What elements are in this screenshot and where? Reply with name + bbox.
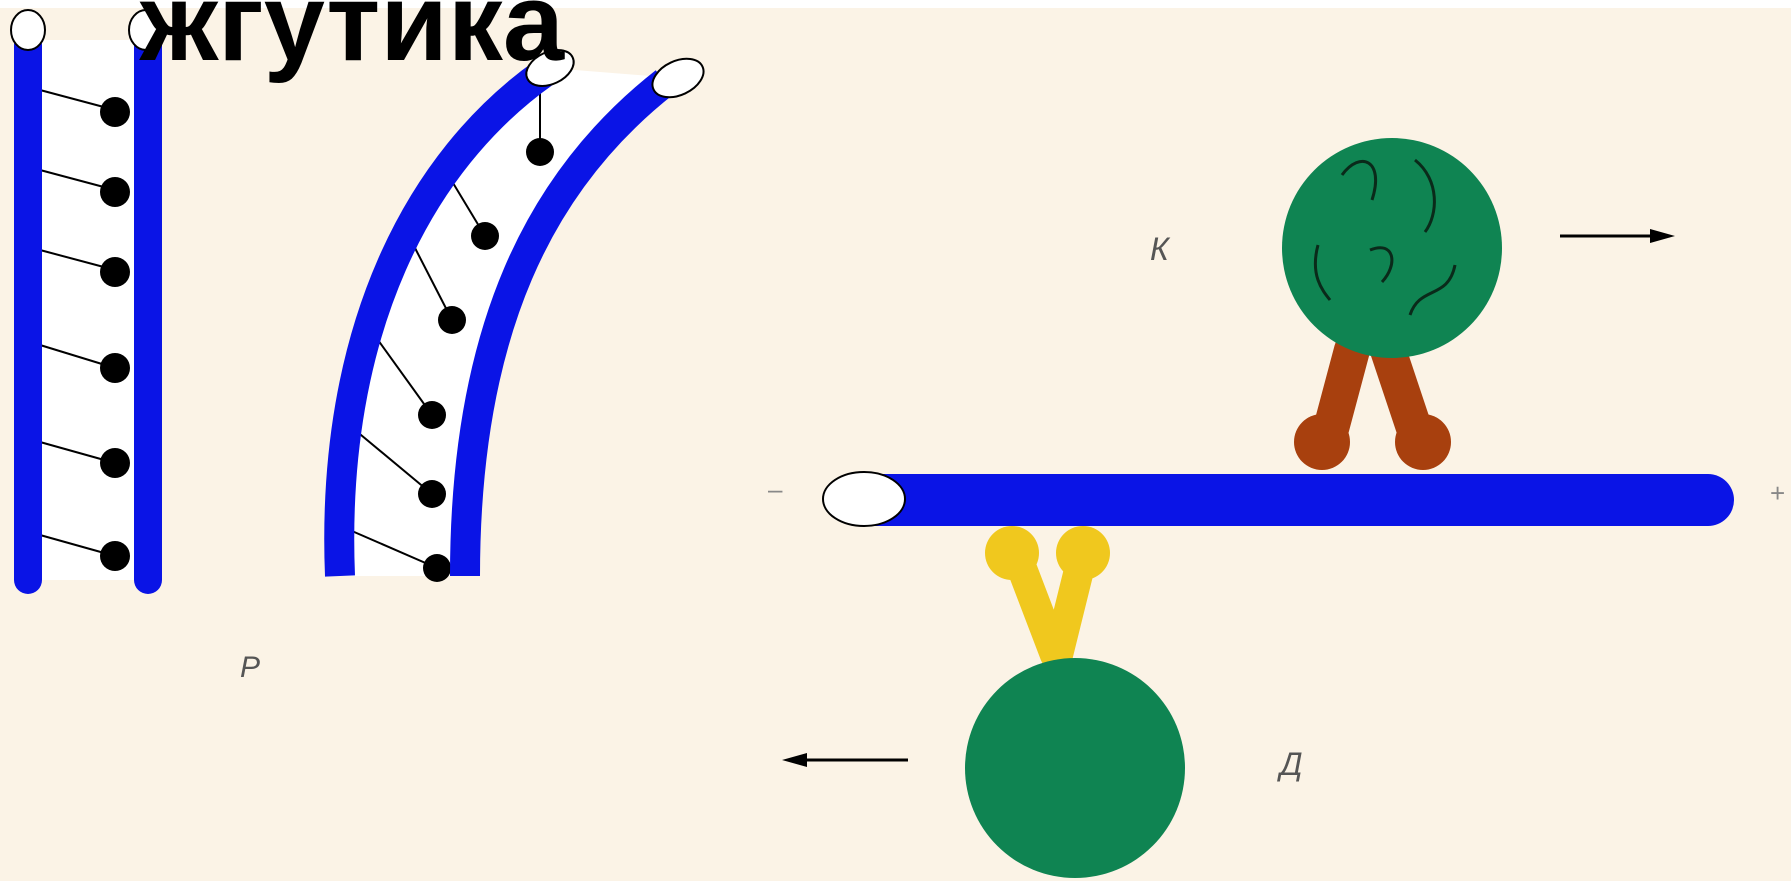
kinesin-arrow-head (1650, 229, 1675, 243)
dynein-arrow-head (782, 753, 807, 767)
bent-microtubule-inner-end (651, 57, 705, 99)
straight-microtubule-right-end (128, 9, 164, 51)
dynein-foot-left (985, 526, 1039, 580)
kinesin-foot-left (1294, 414, 1350, 470)
kinesin-cargo-strands (1313, 158, 1457, 316)
kinesin-foot-right (1395, 414, 1451, 470)
bent-dynein-arms (418, 138, 554, 582)
kinesin: К (1150, 138, 1675, 470)
kinesin-cargo (1282, 138, 1502, 358)
bent-microtubule-inner (450, 70, 675, 577)
microtubule-minus-end (822, 471, 906, 527)
label-r: Р (240, 651, 260, 684)
dynein-cargo (965, 658, 1185, 878)
label-d: Д (1277, 746, 1303, 782)
dynein: Д (782, 526, 1303, 878)
dynein-foot-right (1056, 526, 1110, 580)
label-minus-end: – (768, 474, 783, 504)
straight-doublet-fill (38, 40, 148, 580)
bent-doublet-fill (339, 68, 675, 576)
label-plus-end: + (1770, 478, 1785, 508)
straight-doublet-pair (10, 9, 164, 594)
bent-microtubule-outer-end (525, 49, 575, 87)
motor-protein-diagram: – + К Д (768, 138, 1785, 878)
bent-doublet-pair (324, 49, 705, 582)
diagram-background (0, 8, 1791, 881)
label-k: К (1150, 231, 1171, 267)
bent-microtubule-outer (324, 59, 554, 577)
straight-dynein-arms (100, 97, 130, 571)
slide-title: жгутика (140, 0, 565, 84)
microtubule (822, 471, 1734, 527)
straight-microtubule-left-end (10, 9, 46, 51)
